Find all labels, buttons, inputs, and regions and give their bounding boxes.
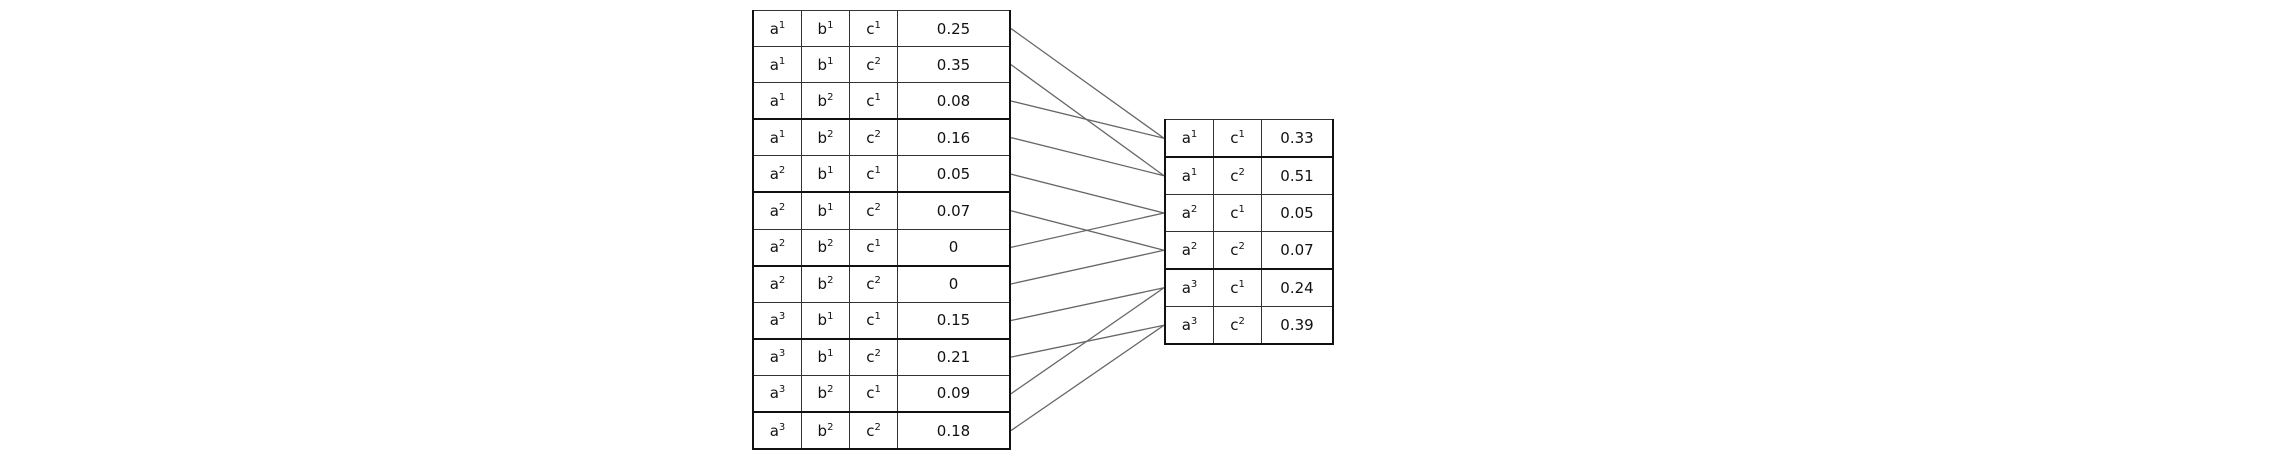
cell-value: 0.24 <box>1261 268 1334 307</box>
cell-a: a1 <box>752 46 802 84</box>
connector-line-11 <box>1010 324 1165 432</box>
cell-a: a3 <box>752 374 802 413</box>
cell-value: 0.25 <box>897 9 1011 48</box>
cell-b: b2 <box>801 82 850 120</box>
cell-a: a2 <box>752 191 802 230</box>
cell-a: a3 <box>1164 306 1214 345</box>
cell-a: a2 <box>752 264 802 303</box>
cell-b: b2 <box>801 228 850 267</box>
cell-a: a3 <box>1164 268 1214 307</box>
cell-value: 0.39 <box>1261 306 1334 345</box>
cell-c: c2 <box>849 264 898 303</box>
cell-c: c1 <box>849 228 898 267</box>
cell-c: c2 <box>849 411 898 451</box>
cell-a: a2 <box>752 155 802 193</box>
connector-line-2 <box>1010 100 1165 139</box>
cell-value: 0.21 <box>897 337 1011 376</box>
cell-b: b2 <box>801 264 850 303</box>
cell-c: c2 <box>1213 306 1262 345</box>
connector-line-4 <box>1010 173 1165 214</box>
cell-c: c2 <box>849 191 898 230</box>
cell-value: 0.33 <box>1261 119 1334 158</box>
cell-b: b1 <box>801 337 850 376</box>
cell-c: c2 <box>849 337 898 376</box>
cell-value: 0.08 <box>897 82 1011 120</box>
cell-c: c2 <box>849 118 898 157</box>
cell-a: a2 <box>1164 194 1214 232</box>
cell-c: c1 <box>1213 268 1262 307</box>
cell-b: b1 <box>801 191 850 230</box>
cell-c: c1 <box>1213 194 1262 232</box>
cell-a: a1 <box>752 118 802 157</box>
cell-c: c1 <box>849 9 898 48</box>
cell-c: c1 <box>1213 119 1262 158</box>
cell-b: b1 <box>801 46 850 84</box>
cell-c: c2 <box>1213 156 1262 195</box>
cell-a: a3 <box>752 411 802 451</box>
cell-b: b2 <box>801 411 850 451</box>
cell-c: c1 <box>849 82 898 120</box>
cell-value: 0 <box>897 264 1011 303</box>
cell-a: a1 <box>752 82 802 120</box>
cell-c: c1 <box>849 155 898 193</box>
cell-b: b2 <box>801 374 850 413</box>
cell-a: a1 <box>1164 119 1214 158</box>
cell-b: b1 <box>801 301 850 340</box>
cell-b: b2 <box>801 118 850 157</box>
cell-c: c2 <box>1213 231 1262 270</box>
cell-a: a2 <box>1164 231 1214 270</box>
connector-line-0 <box>1010 28 1165 139</box>
cell-value: 0 <box>897 228 1011 267</box>
cell-a: a1 <box>1164 156 1214 195</box>
cell-c: c2 <box>849 46 898 84</box>
cell-value: 0.07 <box>897 191 1011 230</box>
cell-a: a1 <box>752 9 802 48</box>
cell-value: 0.35 <box>897 46 1011 84</box>
cell-value: 0.18 <box>897 411 1011 451</box>
connector-line-7 <box>1010 249 1165 285</box>
cell-value: 0.51 <box>1261 156 1334 195</box>
cell-c: c1 <box>849 374 898 413</box>
cell-c: c1 <box>849 301 898 340</box>
cell-value: 0.07 <box>1261 231 1334 270</box>
cell-value: 0.05 <box>897 155 1011 193</box>
connector-line-8 <box>1010 287 1165 322</box>
cell-value: 0.05 <box>1261 194 1334 232</box>
cell-a: a2 <box>752 228 802 267</box>
connector-line-6 <box>1010 212 1165 248</box>
cell-b: b1 <box>801 155 850 193</box>
connector-line-3 <box>1010 136 1165 177</box>
cell-value: 0.09 <box>897 374 1011 413</box>
cell-a: a3 <box>752 337 802 376</box>
cell-value: 0.16 <box>897 118 1011 157</box>
cell-value: 0.15 <box>897 301 1011 340</box>
cell-b: b1 <box>801 9 850 48</box>
cell-a: a3 <box>752 301 802 340</box>
connector-line-10 <box>1010 287 1165 395</box>
